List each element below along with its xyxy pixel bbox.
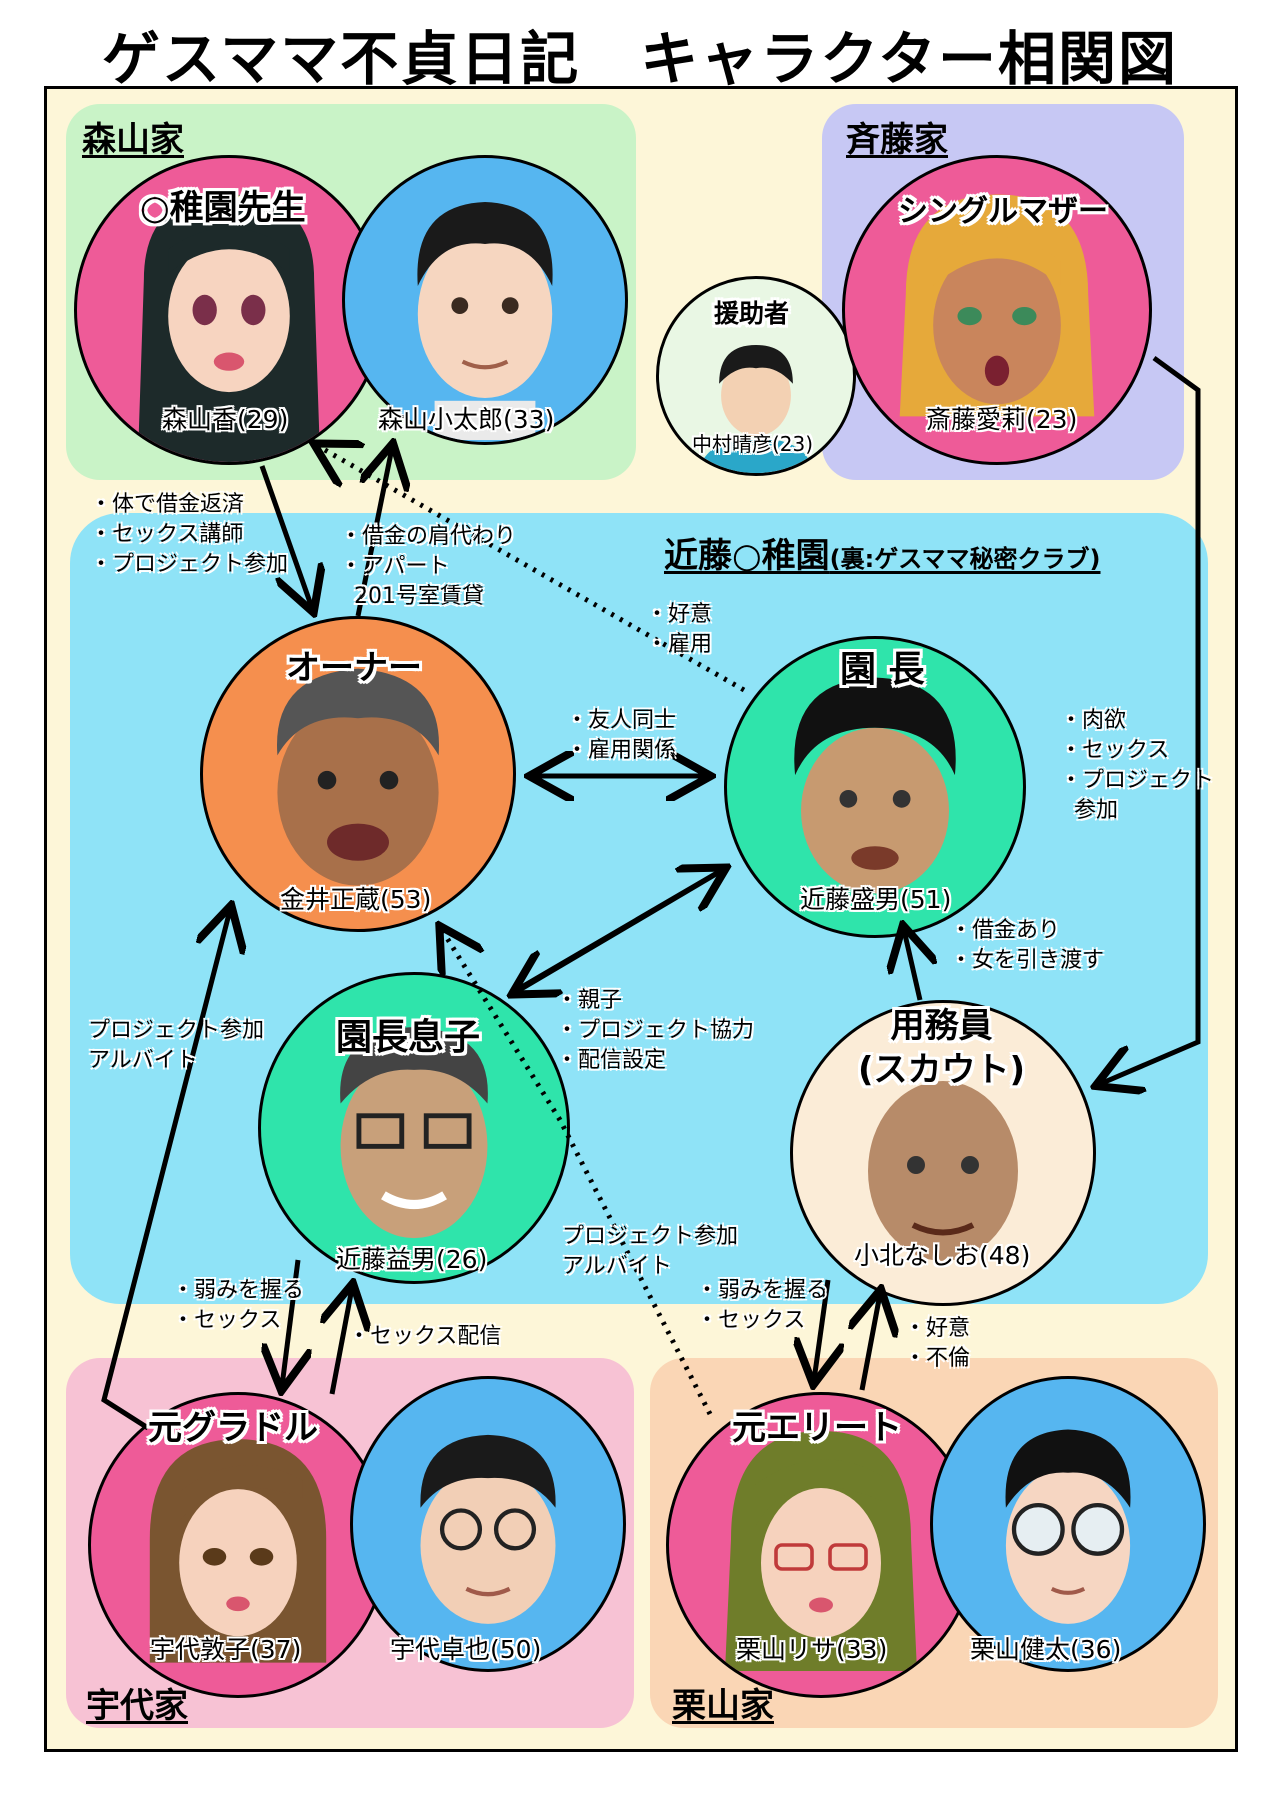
group-label-kuriyama: 栗山家	[672, 1686, 774, 1726]
name-takuya: 宇代卓也(50)	[390, 1635, 542, 1664]
face-kotaro-icon	[417, 202, 553, 440]
role-airi: シングルマザー	[898, 194, 1108, 229]
name-nakamura: 中村晴彦(23)	[692, 432, 814, 456]
role-kondo: 園 長	[840, 649, 925, 690]
face-kondo-icon	[794, 677, 956, 894]
note-owner-to-moriyama: ・借金の肩代わり ・アパート 201号室賃貸	[340, 524, 517, 609]
portrait-takuya	[350, 1376, 626, 1672]
note-kondo-to-kaori: ・好意 ・雇用	[646, 602, 713, 657]
group-label-kondo-main: 近藤○稚園	[664, 536, 830, 576]
note-kokita-risa: ・弱みを握る ・セックス	[696, 1278, 829, 1333]
note-kaori-to-owner: ・体で借金返済 ・セックス講師 ・プロジェクト参加	[90, 492, 289, 577]
role-masuo: 園長息子	[336, 1017, 481, 1058]
note-risa-to-owner: プロジェクト参加 アルバイト	[562, 1224, 739, 1279]
note-risa-kokita: ・好意 ・不倫	[904, 1316, 971, 1371]
note-masuo-atsuko: ・弱みを握る ・セックス	[172, 1278, 305, 1333]
face-takuya-icon	[420, 1434, 556, 1624]
face-atsuko-icon	[149, 1439, 327, 1663]
name-atsuko: 宇代敦子(37)	[150, 1635, 302, 1664]
name-kanai: 金井正蔵(53)	[280, 885, 432, 914]
role-atsuko: 元グラドル	[148, 1408, 318, 1448]
role-nakamura: 援助者	[714, 299, 790, 328]
face-airi-icon	[899, 194, 1095, 417]
note-atsuko-to-owner: プロジェクト参加 アルバイト	[88, 1018, 265, 1073]
name-masuo: 近藤益男(26)	[336, 1245, 488, 1274]
name-kotaro: 森山小太郎(33)	[378, 405, 555, 434]
group-label-saito: 斉藤家	[846, 120, 948, 160]
note-masuo-kondo: ・親子 ・プロジェクト協力 ・配信設定	[556, 988, 755, 1073]
note-airi-to-kondo: ・肉欲 ・セックス ・プロジェクト 参加	[1060, 708, 1215, 823]
portrait-kotaro	[342, 155, 628, 445]
name-kokita: 小北なしお(48)	[854, 1241, 1031, 1270]
name-kondo: 近藤盛男(51)	[800, 885, 952, 914]
group-label-kondo-sub: (裏:ゲスママ秘密クラブ)	[829, 545, 1101, 573]
name-airi: 斎藤愛莉(23)	[926, 405, 1078, 434]
portrait-atsuko	[88, 1392, 388, 1698]
portrait-kondo	[724, 636, 1026, 938]
group-label-kondo: 近藤○稚園(裏:ゲスママ秘密クラブ)	[664, 528, 1101, 577]
group-label-udai: 宇代家	[86, 1686, 188, 1726]
portrait-kenta	[930, 1376, 1206, 1672]
group-label-moriyama: 森山家	[82, 120, 184, 160]
portrait-risa	[666, 1392, 976, 1698]
name-kenta: 栗山健太(36)	[970, 1635, 1122, 1664]
role-kaori: ○稚園先生	[140, 188, 306, 228]
name-kaori: 森山香(29)	[162, 405, 289, 434]
portrait-kokita	[790, 1000, 1096, 1306]
name-risa: 栗山リサ(33)	[736, 1635, 888, 1664]
role-kanai: オーナー	[286, 648, 422, 688]
face-kenta-icon	[1005, 1429, 1131, 1624]
face-kokita-icon	[868, 1081, 1018, 1261]
role-kokita: 用務員 (スカウト)	[858, 1006, 1026, 1090]
role-risa: 元エリート	[732, 1408, 902, 1448]
note-owner-kondo: ・友人同士 ・雇用関係	[566, 708, 677, 763]
note-atsuko-masuo: ・セックス配信	[348, 1324, 502, 1349]
face-risa-icon	[725, 1431, 917, 1671]
page-title: ゲスママ不貞日記 キャラクター相関図	[102, 25, 1178, 93]
note-kokita-kondo: ・借金あり ・女を引き渡す	[950, 918, 1105, 973]
face-kaori-icon	[137, 194, 321, 462]
